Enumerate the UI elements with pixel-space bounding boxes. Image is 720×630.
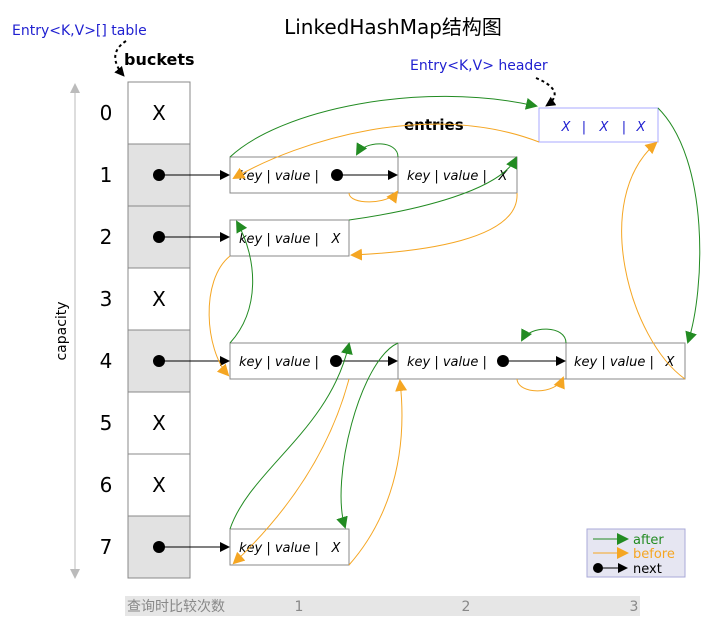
before-pointers [208,123,686,566]
after-arrow [521,328,567,344]
before-arrow [232,378,350,565]
bucket-null-marker: X [152,473,166,497]
bucket-cell [127,267,191,331]
next-pointers [159,170,566,552]
after-arrow [356,142,399,158]
legend-next-label: next [633,562,662,577]
after-arrow [657,107,701,344]
header-separator: | [622,120,626,135]
null-marker: X [665,355,676,370]
legend-next-dot [593,563,603,573]
footer-tick: 3 [630,599,639,615]
legend-after-label: after [633,533,664,548]
before-arrow [350,192,518,261]
header-cell: X [636,120,647,135]
null-marker: X [331,232,342,247]
bucket-index: 3 [100,287,113,311]
after-arrow [348,156,517,221]
entry-node: key | value | X [229,528,350,566]
before-arrow [516,376,565,392]
before-arrow [232,123,540,179]
bucket-null-marker: X [152,287,166,311]
bucket-cell [127,81,191,145]
header-cell: X [561,120,572,135]
before-arrow [348,190,399,204]
entry-text: key | value | [239,355,319,370]
before-arrow [208,255,231,377]
bucket-index: 1 [100,163,113,187]
legend-before-label: before [633,547,675,562]
table-pointer-arrow [114,40,127,77]
bucket-null-marker: X [152,101,166,125]
entry-node: key | value | X [229,219,350,257]
bucket-cell [127,453,191,517]
entries-label: entries [404,116,464,134]
footer-label: 查询时比较次数 [127,599,225,615]
entry-text: key | value | [407,169,487,184]
after-arrow [229,342,353,530]
capacity-label: capacity [54,301,70,360]
entry-text: key | value | [239,169,319,184]
legend: after before next [586,528,686,578]
bucket-index: 5 [100,411,113,435]
bucket-index: 7 [100,535,113,559]
after-arrow [229,95,538,158]
table-label: Entry<K,V>[] table [12,23,147,39]
header-cell: X [599,120,610,135]
bucket-null-marker: X [152,411,166,435]
after-arrow [336,342,399,529]
after-pointers [229,95,701,530]
header-pointer-arrow [535,77,557,107]
before-arrow [621,141,686,380]
footer-tick: 2 [462,599,471,615]
entry-text: key | value | [239,232,319,247]
bucket-index: 2 [100,225,113,249]
entry-node: key | value | X [565,342,686,380]
entry-text: key | value | [574,355,654,370]
bucket-index: 4 [100,349,113,373]
entry-text: key | value | [407,355,487,370]
entry-text: key | value | [239,541,319,556]
entry-node: key | value | X [397,156,518,194]
diagram-title: LinkedHashMap结构图 [284,15,502,39]
footer-bar: 查询时比较次数 1 2 3 [125,596,640,616]
header-separator: | [582,120,586,135]
footer-tick: 1 [295,599,304,615]
null-marker: X [331,541,342,556]
bucket-index: 6 [100,473,113,497]
bucket-index: 0 [100,101,113,125]
buckets-label: buckets [124,50,195,69]
bucket-cell [127,391,191,455]
header-entry: X | X | X [538,107,659,143]
after-arrow [229,220,254,344]
before-arrow [348,379,408,566]
header-label: Entry<K,V> header [410,58,548,74]
null-marker: X [498,169,509,184]
